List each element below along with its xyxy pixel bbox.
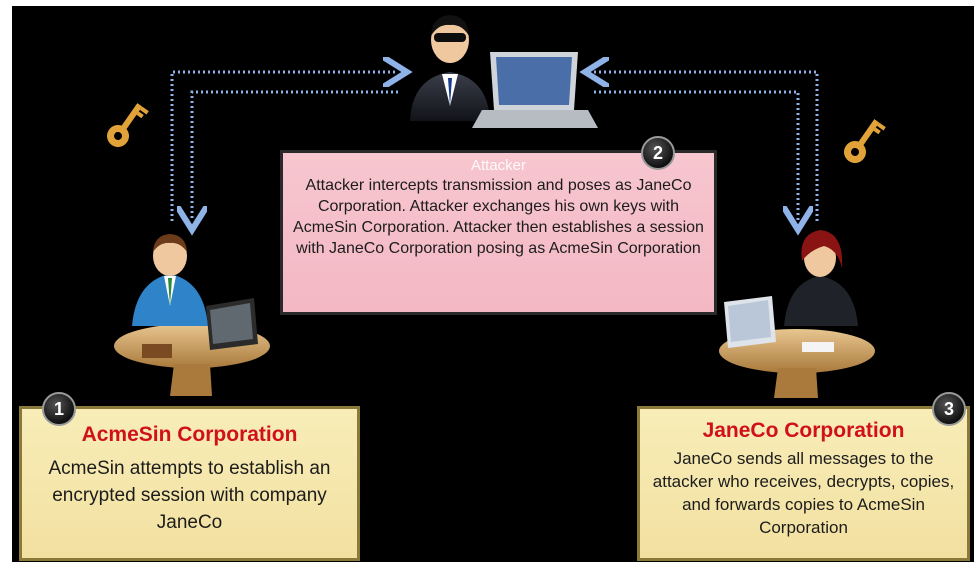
step-badge-2: 2 — [641, 136, 675, 170]
attacker-figure-icon — [410, 15, 490, 121]
laptop-icon — [472, 52, 598, 128]
step-badge-1: 1 — [42, 392, 76, 426]
businesswoman-at-desk-icon — [719, 230, 875, 398]
key-icon-right — [844, 119, 886, 163]
acmesin-description-box: AcmeSin Corporation AcmeSin attempts to … — [19, 406, 360, 561]
acmesin-title: AcmeSin Corporation — [81, 423, 298, 446]
janeco-description-box: JaneCo Corporation JaneCo sends all mess… — [637, 406, 970, 561]
diagram-artwork — [107, 15, 886, 398]
janeco-description: JaneCo sends all messages to the attacke… — [652, 449, 955, 537]
attacker-title: Attacker — [470, 157, 527, 174]
attacker-description-box: Attacker Attacker intercepts transmissio… — [280, 150, 717, 315]
arrow-acmesin-to-attacker — [170, 72, 398, 221]
diagram-canvas: Attacker Attacker intercepts transmissio… — [12, 6, 974, 562]
acmesin-description: AcmeSin attempts to establish an encrypt… — [48, 458, 331, 533]
attacker-description: Attacker intercepts transmission and pos… — [293, 177, 704, 257]
businessman-at-desk-icon — [114, 234, 270, 396]
janeco-title: JaneCo Corporation — [702, 419, 905, 442]
step-badge-3: 3 — [932, 392, 966, 426]
key-icon-left — [107, 103, 149, 147]
arrow-attacker-to-janeco — [594, 72, 819, 221]
